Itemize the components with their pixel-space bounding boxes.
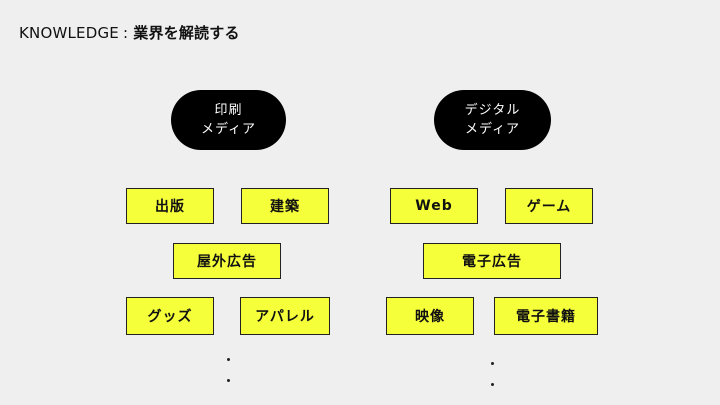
dot bbox=[490, 362, 494, 365]
box-digital-advertising: 電子広告 bbox=[423, 243, 561, 279]
dot bbox=[490, 383, 494, 386]
print-continuation-dots bbox=[225, 358, 231, 382]
digital-media-label-line2: メディア bbox=[464, 122, 521, 137]
box-publishing: 出版 bbox=[126, 188, 214, 224]
box-video: 映像 bbox=[386, 297, 474, 335]
box-architecture: 建築 bbox=[241, 188, 329, 224]
digital-media-pill: デジタル メディア bbox=[434, 90, 551, 150]
header-separator: : bbox=[122, 24, 129, 42]
box-ebooks: 電子書籍 bbox=[494, 297, 598, 335]
box-outdoor-advertising: 屋外広告 bbox=[173, 243, 281, 279]
print-media-label-line2: メディア bbox=[200, 122, 257, 137]
dot bbox=[226, 379, 230, 382]
dot bbox=[226, 358, 230, 361]
print-media-label-line1: 印刷 bbox=[214, 103, 243, 118]
box-goods: グッズ bbox=[126, 297, 214, 335]
box-apparel: アパレル bbox=[240, 297, 330, 335]
page-header: KNOWLEDGE : 業界を解読する bbox=[19, 22, 240, 43]
box-game: ゲーム bbox=[505, 188, 593, 224]
print-media-pill: 印刷 メディア bbox=[171, 90, 286, 150]
digital-media-label-line1: デジタル bbox=[464, 103, 521, 118]
header-prefix: KNOWLEDGE bbox=[19, 24, 119, 42]
box-web: Web bbox=[390, 188, 478, 224]
digital-continuation-dots bbox=[489, 362, 495, 386]
page-title: 業界を解読する bbox=[133, 24, 240, 42]
